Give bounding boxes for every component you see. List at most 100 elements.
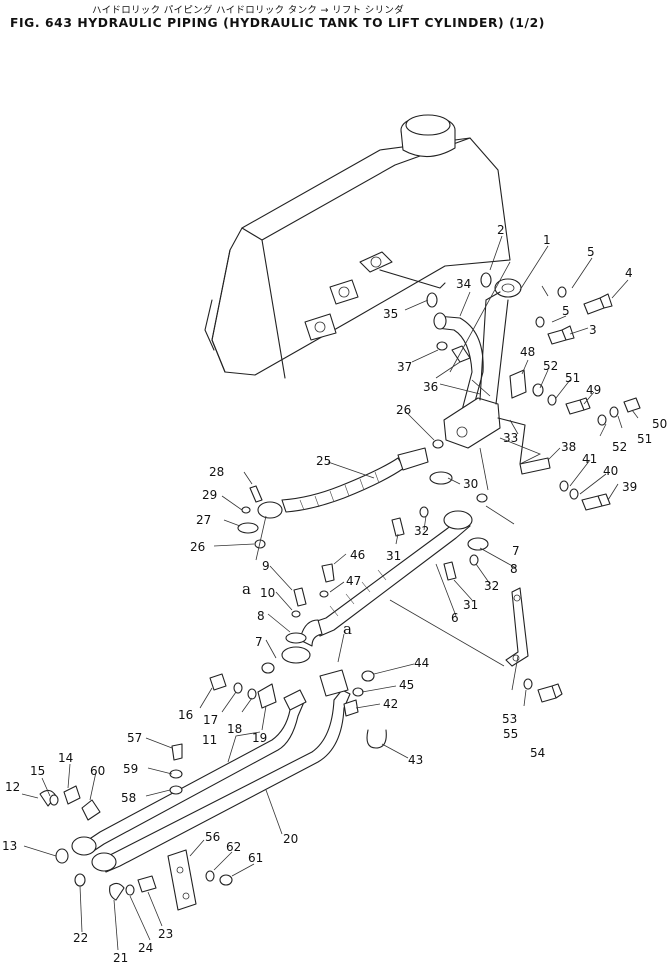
bolt-50 <box>623 397 641 413</box>
callout-3: 3 <box>589 323 597 337</box>
callout-52-lower: 52 <box>612 440 627 454</box>
washer-51-lower <box>609 406 619 418</box>
washer-37 <box>436 341 448 351</box>
callout-36: 36 <box>423 380 438 394</box>
bolt-28 <box>249 485 263 503</box>
tube-11 <box>87 689 307 853</box>
washer-52-upper <box>532 383 544 397</box>
tank-port-flange-upper <box>359 251 446 289</box>
washer-62 <box>205 870 215 882</box>
callout-61: 61 <box>248 851 263 865</box>
half-flange-21 <box>109 882 125 901</box>
half-flange-8-lower <box>285 632 307 644</box>
washer-5-lower <box>535 316 545 328</box>
connection-mark-a-center: a <box>343 620 352 638</box>
connection-marks: a a <box>242 580 352 638</box>
callout-47: 47 <box>346 574 361 588</box>
callout-14: 14 <box>58 751 73 765</box>
callout-33: 33 <box>503 431 518 445</box>
callout-15: 15 <box>30 764 45 778</box>
callout-27: 27 <box>196 513 211 527</box>
callout-1: 1 <box>543 233 551 247</box>
callout-35: 35 <box>383 307 398 321</box>
callout-46: 46 <box>350 548 365 562</box>
figure-title-japanese: ハイドロリック パイピング ハイドロリック タンク → リフト シリンダ <box>92 5 404 16</box>
washer-32-upper <box>419 506 429 518</box>
callout-54: 54 <box>530 746 545 760</box>
tube-end-flanges <box>39 789 125 901</box>
callout-28: 28 <box>209 465 224 479</box>
washer-52-lower <box>597 414 607 426</box>
bracket-19 <box>257 683 277 709</box>
o-ring-7-lower <box>261 662 275 674</box>
o-ring-7-upper <box>476 493 488 503</box>
callout-51-upper: 51 <box>565 371 580 385</box>
callout-18: 18 <box>227 722 242 736</box>
bolt-16 <box>209 673 227 691</box>
bracket-53 <box>505 587 529 667</box>
figure-title: FIG. 643 HYDRAULIC PIPING (HYDRAULIC TAN… <box>10 16 545 30</box>
callout-50: 50 <box>652 417 667 431</box>
callout-49: 49 <box>586 383 601 397</box>
bolts <box>63 293 641 893</box>
callout-10: 10 <box>260 586 275 600</box>
callout-31-upper: 31 <box>386 549 401 563</box>
bolt-3 <box>547 325 575 345</box>
callout-38: 38 <box>561 440 576 454</box>
callout-16: 16 <box>178 708 193 722</box>
half-flange-27 <box>237 522 259 534</box>
callout-9: 9 <box>262 559 270 573</box>
bolt-54 <box>537 683 563 703</box>
callout-48: 48 <box>520 345 535 359</box>
clamp-42 <box>343 699 359 717</box>
callout-20: 20 <box>283 832 298 846</box>
callout-8-left: 8 <box>257 609 265 623</box>
hydraulic-tank <box>204 114 511 379</box>
callout-11: 11 <box>202 733 217 747</box>
callout-45: 45 <box>399 678 414 692</box>
callout-13: 13 <box>2 839 17 853</box>
washer-5-upper <box>557 286 567 298</box>
tube-20 <box>99 669 351 873</box>
callout-41: 41 <box>582 452 597 466</box>
flange-30 <box>429 471 453 485</box>
callout-40: 40 <box>603 464 618 478</box>
callout-numbers: 1 2 3 4 5 5 6 7 7 8 8 9 10 11 12 13 14 1… <box>2 223 667 963</box>
callout-42: 42 <box>383 697 398 711</box>
callout-29: 29 <box>202 488 217 502</box>
o-ring-13 <box>55 848 69 864</box>
callout-25: 25 <box>316 454 331 468</box>
callout-30: 30 <box>463 477 478 491</box>
callout-26-upper: 26 <box>396 403 411 417</box>
washer-10 <box>291 610 301 618</box>
washer-24 <box>125 884 135 896</box>
callout-24: 24 <box>138 941 153 955</box>
callout-22: 22 <box>73 931 88 945</box>
o-ring-2 <box>480 272 492 288</box>
washer-41 <box>559 480 569 492</box>
washer-29 <box>241 506 251 514</box>
washer-45 <box>352 687 364 697</box>
washers <box>49 286 619 896</box>
bolt-23 <box>137 875 157 893</box>
callout-7-left: 7 <box>255 635 263 649</box>
bolt-31-lower <box>443 561 457 581</box>
callout-26-lower: 26 <box>190 540 205 554</box>
u-bolt-43 <box>366 729 387 749</box>
washer-18 <box>247 688 257 700</box>
nut-61 <box>219 874 233 886</box>
connection-mark-a-left: a <box>242 580 251 598</box>
bolt-57 <box>171 743 183 761</box>
callout-21: 21 <box>113 951 128 963</box>
callout-4: 4 <box>625 266 633 280</box>
washer-51-upper <box>547 394 557 406</box>
washer-40 <box>569 488 579 500</box>
callout-19: 19 <box>252 731 267 745</box>
callout-23: 23 <box>158 927 173 941</box>
bolt-9 <box>293 587 307 607</box>
hose-25 <box>257 447 453 519</box>
washer-58 <box>169 785 183 795</box>
callout-52-upper: 52 <box>543 359 558 373</box>
bolt-46 <box>321 563 335 583</box>
